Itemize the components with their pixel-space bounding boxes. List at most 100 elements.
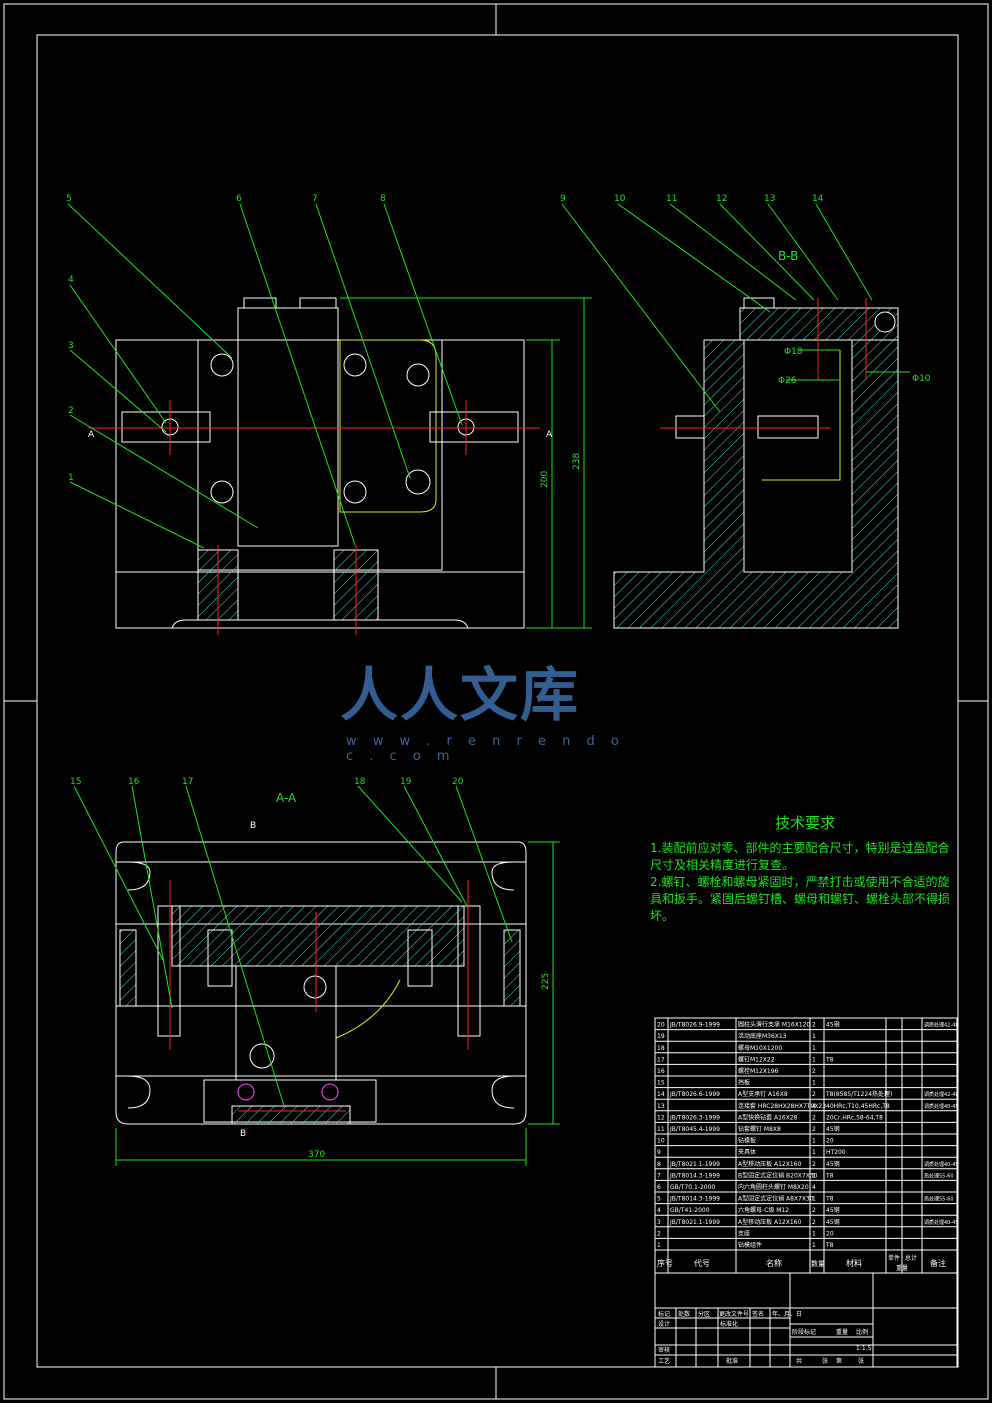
tb-date: 年、月、日 — [772, 1310, 802, 1318]
bom-cell: T8 — [825, 1196, 834, 1203]
bom-cell: 夹具体 — [738, 1148, 756, 1156]
bom-cell: 20Cr,HRc,58-64,T8 — [826, 1114, 883, 1121]
section-dims — [115, 841, 560, 1166]
side-view-bb — [613, 297, 899, 629]
bom-cell: 12 — [657, 1114, 665, 1121]
dim-238: 238 — [572, 453, 582, 470]
bom-cell: 45钢 — [826, 1218, 840, 1226]
fit-d26: Φ26 — [778, 376, 797, 386]
balloon-17: 17 — [182, 777, 193, 787]
bom-cell: 11 — [657, 1126, 665, 1133]
bom-cell: 45钢 — [826, 1160, 840, 1168]
bom-cell: JB/T8021.1-1999 — [669, 1161, 720, 1168]
bom-cell: 调质处理40-45 — [924, 1219, 959, 1226]
balloon-10: 10 — [614, 194, 626, 204]
tb-sheet-unit: 张 — [858, 1357, 864, 1365]
bom-header-name: 名称 — [766, 1258, 782, 1268]
tech-requirements: 技术要求 1.装配前应对零、部件的主要配合尺寸，特别是过盈配合尺寸及相关精度进行… — [650, 815, 960, 925]
bom-cell: 9 — [657, 1149, 661, 1156]
tech-item-2: 2.螺钉、螺栓和螺母紧固时，严禁打击或使用不合适的旋具和扳手。紧固后螺钉槽、螺母… — [650, 875, 951, 923]
bom-cell: 10 — [657, 1138, 665, 1145]
bom-header-code: 代号 — [694, 1258, 710, 1268]
bom-cell: 2 — [812, 1068, 816, 1075]
bom-cell: 2 — [812, 1091, 816, 1098]
balloon-18: 18 — [354, 777, 366, 787]
bom-cell: 调质处理42-48 — [924, 1022, 959, 1029]
tb-weight: 重量 — [836, 1328, 848, 1336]
bom-cell: GB/T70.1-2000 — [670, 1184, 715, 1191]
bom-cell: 螺钉M12X22 — [738, 1055, 775, 1063]
dim-200: 200 — [540, 471, 550, 488]
bom-cell: 1 — [812, 1149, 816, 1156]
balloon-13: 13 — [764, 194, 775, 204]
tb-approve: 批准 — [726, 1357, 738, 1365]
tb-process: 工艺 — [658, 1357, 670, 1365]
balloon-4: 4 — [68, 275, 74, 285]
bom-cell: 4 — [812, 1184, 816, 1191]
bom-cell: 六角螺母-C级 M12 — [738, 1206, 789, 1214]
bom-cell: 2 — [657, 1230, 661, 1237]
bom-header-weight: 重量 — [896, 1264, 908, 1272]
bom-cell: 热处理55-60 — [924, 1196, 954, 1203]
bom-cell: 40HRc,T10,45HRc,T8 — [826, 1103, 890, 1110]
bom-cell: 钻模板 — [738, 1137, 756, 1145]
bom-cell: 45钢 — [826, 1021, 840, 1029]
tech-title: 技术要求 — [774, 814, 835, 832]
balloon-19: 19 — [400, 777, 412, 787]
bom-cell: T8 — [825, 1242, 834, 1249]
bom-cell: 8 — [657, 1161, 661, 1168]
front-leaders — [67, 203, 463, 549]
bom-header-material: 材料 — [846, 1258, 862, 1268]
watermark-url: w w w . r e n r e n d o c . c o m — [346, 734, 625, 764]
bom-cell: 钻套螺钉 M8X8 — [738, 1125, 781, 1133]
bom-cell: 支座 — [738, 1229, 750, 1237]
tb-total: 共 — [796, 1357, 802, 1365]
view-label-bb: B-B — [778, 249, 798, 263]
bom-cell: 4 — [657, 1207, 661, 1214]
dim-225: 225 — [541, 973, 551, 990]
bom-header-remark: 备注 — [930, 1258, 946, 1268]
bom-cell: JB/T8026.6-1999 — [669, 1091, 720, 1098]
bom-cell: HT200 — [826, 1149, 846, 1156]
bom-cell: 调质处理40-45 — [924, 1103, 959, 1110]
tb-check: 审核 — [658, 1346, 670, 1354]
bom-cell: 45钢 — [826, 1206, 840, 1214]
bom-cell: 螺栓M12X196 — [738, 1067, 779, 1075]
bom-cell: GB/T41-2000 — [670, 1207, 710, 1214]
bom-cell: 20 — [826, 1138, 834, 1145]
bom-cell: 1 — [812, 1230, 816, 1237]
section-leaders — [73, 785, 513, 1107]
watermark-text: 人人文库 — [340, 661, 581, 729]
tb-change-doc: 更改文件号 — [719, 1310, 749, 1318]
bom-cell: JB/T8014.3-1999 — [669, 1172, 720, 1179]
bom-cell: T8(8585/T1224热处理) — [825, 1090, 892, 1098]
bom-cell: 14 — [657, 1091, 665, 1098]
bom-cell: A型移动压板 A12X160 — [738, 1218, 801, 1226]
title-block — [654, 1272, 958, 1368]
bom-cell: A型固定式定位销 A8X7X30 — [738, 1195, 814, 1203]
bom-cell: 1 — [812, 1056, 816, 1063]
bom-cell: JB/T8026.3-1999 — [669, 1114, 720, 1121]
bom-cell: 热处理55-60 — [924, 1172, 954, 1179]
bom-cell: 2 — [812, 1161, 816, 1168]
bom-cell: 活动底座M36X13 — [738, 1032, 787, 1040]
dim-370: 370 — [308, 1150, 325, 1160]
tb-count: 处数 — [678, 1310, 690, 1318]
tb-stage: 阶段标记 — [792, 1328, 816, 1336]
bom-cell: 20 — [657, 1022, 665, 1029]
view-label-aa: A-A — [276, 791, 297, 805]
bom-cell: JB/T8014.3-1999 — [669, 1196, 720, 1203]
bom-cell: 20 — [826, 1230, 834, 1237]
bom-cell: 1 — [812, 1138, 816, 1145]
bom-cell: 1 — [812, 1242, 816, 1249]
cut-mark-b-top: B — [250, 821, 256, 831]
bom-cell: 1 — [812, 1196, 816, 1203]
bom-cell: A型快换钻套 A16X28 — [738, 1113, 798, 1121]
section-aa — [115, 841, 527, 1125]
bom-cell: 2 — [812, 1126, 816, 1133]
bom-cell: 内六角圆柱头螺钉 M8X20 — [738, 1183, 809, 1191]
bom-cell: 18 — [657, 1045, 665, 1052]
bom-cell: B型固定式定位销 B20X7X30 — [738, 1171, 818, 1179]
bom-cell: 1 — [657, 1242, 661, 1249]
